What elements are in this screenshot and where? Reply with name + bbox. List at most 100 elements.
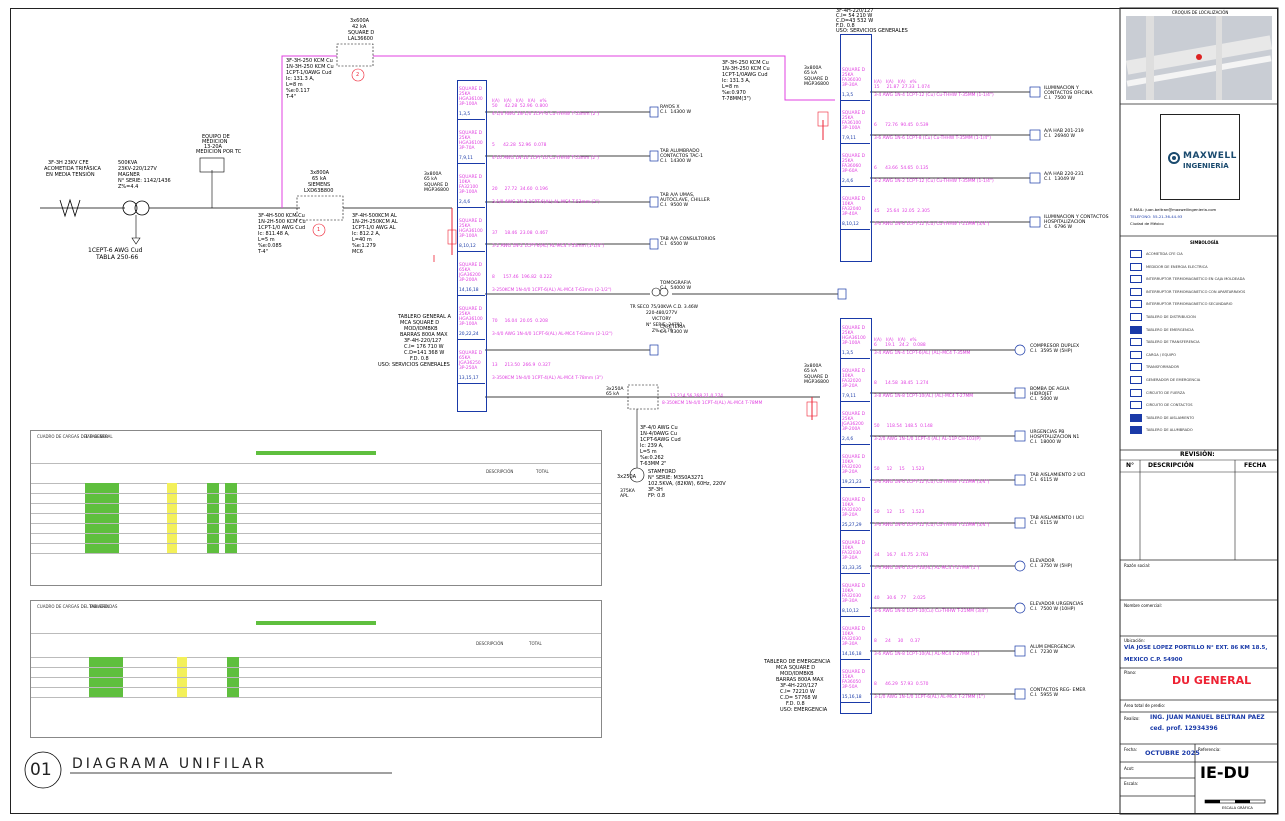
legend-symbol-icon xyxy=(1130,250,1142,258)
legend-symbol-icon xyxy=(1130,350,1142,359)
general-main-breaker: 3x800A 65 kA SQUARE D MGP36800 xyxy=(424,172,449,194)
circuit-load-name: ELEVADOR C.I. 3750 W (5HP) xyxy=(1030,559,1073,570)
revision-desc-header: DESCRIPCIÓN xyxy=(1148,462,1194,469)
cable3-6: %e:0.117 xyxy=(286,88,310,94)
emergency-label-3: MOD/IDMBKB xyxy=(780,671,814,677)
circuit-divider xyxy=(840,573,870,574)
circuit-load-data: 8 157.46 196.82 0.222 xyxy=(492,275,553,280)
circuit-cable: 3-4 AWG 1N-4 1CPT-12 (Cu) Cu-THHW T-35MM… xyxy=(874,93,994,98)
scale-label: Acot: xyxy=(1124,766,1135,771)
table1-total-header: TOTAL xyxy=(536,469,549,474)
legend-symbol-icon xyxy=(1130,300,1142,309)
legend-symbol-icon xyxy=(1130,376,1142,384)
ref-label: Referencia: xyxy=(1198,747,1221,752)
tr-seco-1: TR SECO 75/30KVA C.D. 3.46W xyxy=(630,305,699,310)
tablero-sg-panel xyxy=(840,34,872,262)
cable-main-6: %e:0.085 xyxy=(258,243,282,249)
circuit-load-name: COMPRESOR DUPLEX C.I. 3595 W (5HP) xyxy=(1030,344,1080,355)
circuit-load-name: TAB AISLAMIENTO I UCI C.I. 6115 W xyxy=(1030,516,1084,527)
graphic-scale-label: ESCALA GRÁFICA xyxy=(1222,806,1253,810)
circuit-load-name: ILUMINACION Y CONTACTOS OFICINA C.I. 750… xyxy=(1044,86,1093,102)
circuit-divider xyxy=(840,444,870,445)
circuit-divider xyxy=(457,295,485,296)
general-label-4: BARRAS 800A MAX xyxy=(400,332,448,338)
circuit-load-name: TAB A/A UMAS, AUTOCLAVE, CHILLER C.I. 95… xyxy=(660,193,710,209)
circuit-cable: 3-8 AWG 1N-8 1CPT-10(AL) (AL)-MC4 T-27MM xyxy=(874,394,974,399)
location-label: Ubicación: xyxy=(1124,638,1145,643)
circuit-cable: 3-1/0 AWG 1N-1/0 1CPT-6(AL) AL-MC4 T-27M… xyxy=(874,695,985,700)
circuit-position-label: 31,33,35 xyxy=(842,566,862,571)
trade-name-label: Nombre comercial: xyxy=(1124,603,1162,608)
emergency-label-8: F.D. 0.8 xyxy=(786,701,805,707)
circuit-load-data: 70 16.04 20.05 0.208 xyxy=(492,319,548,324)
plan-label: Plano: xyxy=(1124,670,1137,675)
legend-symbol-icon xyxy=(1130,275,1142,284)
circuit-cable: 3-6 AWG 1N-6 1CPT-8 (Cu) Cu-THHW T-35MM … xyxy=(874,136,991,141)
circuit-breaker-label: SQUARE D 10KA FA32020 3P-20A xyxy=(842,455,866,475)
legend-symbol-icon xyxy=(1130,388,1142,397)
circuit-breaker-label: SQUARE D 10KA FA32030 3P-30A xyxy=(842,541,866,561)
legend-item-label: INTERRUPTOR TERMOMAGNETICO CON APARTARRA… xyxy=(1146,289,1246,294)
circuit-cable: 3-2/0 AWG 1N-1/0 1CPT-4 (AL) AL-11P CH-1… xyxy=(874,437,981,442)
emergency-feeder-cable: 8-350KCM 1N-4/0 1CPT-4(AL) AL-MC4 T-78MM xyxy=(662,401,763,406)
contact-email: E-MAIL: juan.beltran@maxwellingenieria.c… xyxy=(1130,207,1217,212)
circuit-load-data: 8 14.58 38.45 1.274 xyxy=(874,381,929,386)
revision-date-header: FECHA xyxy=(1244,462,1267,469)
circuit-divider xyxy=(840,702,870,703)
circuit-position-label: 1,3,5 xyxy=(842,93,854,98)
circuit-divider xyxy=(457,207,485,208)
map-pin-icon xyxy=(1196,54,1202,60)
circuit-position-label: 8,10,12 xyxy=(459,244,476,249)
location-sketch-label: CROQUIS DE LOCALIZACIÓN xyxy=(1172,10,1229,15)
circuit-load-name: BOMBA DE AGUA HIDROJET C.I. 5000 W xyxy=(1030,387,1070,403)
circuit-position-label: 1,3,5 xyxy=(842,351,854,356)
location-value-2: MEXICO C.P. 54900 xyxy=(1124,657,1183,663)
breaker1-label-3: SIEMENS xyxy=(308,182,331,188)
circuit-breaker-label: SQUARE D 25KA HGA36100 3P-100A xyxy=(459,307,483,327)
circuit-position-label: 14,16,18 xyxy=(459,288,479,293)
gen-cable-3: 1CPT-6AWG Cud xyxy=(640,437,681,443)
circuit-load-data: 45 25.64 32.05 2.305 xyxy=(874,209,930,214)
circuit-divider xyxy=(840,401,870,402)
circuit-position-label: 25,27,29 xyxy=(842,523,862,528)
circuit-cable: 3-250KCM 1N-4/0 1CPT-6(AL) AL-MC4 T-63mm… xyxy=(492,288,612,293)
circuit-cable: 3-2 AWG 1N-2 1CPT-6(AL) AL-MC4 T-53mm (1… xyxy=(492,244,605,249)
tr-seco-5: Z%=2.79 xyxy=(652,329,673,334)
circuit-load-name: URGENCIAS PB HOSPITALIZACION N1 C.I. 180… xyxy=(1030,430,1080,446)
circuit-cable: 3-2 AWG 1N-2 1CPT-12 (Cu) Cu-THHW T-35MM… xyxy=(874,179,994,184)
circuit-position-label: 20,22,24 xyxy=(459,332,479,337)
xfmr-label-4: N° SERIE: 1142/1436 xyxy=(118,178,171,184)
sg-cable-1: 3F-3H-250 KCM Cu xyxy=(722,60,769,66)
circuit-cable: 3-6 AWG 1N-6 1CPT-12 (Cu) Cu-THHW T-21MM… xyxy=(874,480,990,485)
cable-main-2: 1N-2H-500 KCM Cu xyxy=(258,219,306,225)
load-table-2: CUADRO DE CARGAS DEL TABLERO TAB AGENDAS… xyxy=(30,600,602,738)
gen-cable-5: L=5 m xyxy=(640,449,657,455)
circuit-load-name: TAB A/A CONSULTORIOS C.I. 6500 W xyxy=(660,237,716,248)
breaker2-label-4: LAL36600 xyxy=(348,36,374,42)
ground-label-2: TABLA 250-66 xyxy=(96,254,139,261)
emergency-label-7: C.D= 57768 W xyxy=(780,695,818,701)
tr-seco-2: 220-480/277V xyxy=(646,311,678,316)
legend-item-label: INTERRUPTOR TERMOMAGNETICO EN CAJA MOLDE… xyxy=(1146,277,1245,282)
circuit-cable: 3-6 AWG 1N-6 1CPT-12 (Cu) Cu-THHW T-21MM… xyxy=(874,523,990,528)
circuit-position-label: 2,4,6 xyxy=(459,200,471,205)
legend-symbol-icon xyxy=(1130,262,1142,271)
gen-label-3: 102.5KVA, (82KW), 60Hz, 220V xyxy=(648,481,726,487)
legend-item-label: TABLERO DE DISTRIBUCION xyxy=(1146,315,1196,319)
emergency-feeder-breaker: 3x250A 65 kA xyxy=(606,387,624,398)
general-label-1: TABLERO GENERAL A xyxy=(398,314,451,320)
legend-title: SIMBOLOGÍA xyxy=(1190,240,1219,245)
general-label-8: F.D. 0.8 xyxy=(410,356,429,362)
cable2-3: 1CPT-1/0 AWG AL xyxy=(352,225,396,231)
breaker1-number: 1 xyxy=(317,227,321,233)
legend-item-label: CIRCUITO DE CONTACTOS xyxy=(1146,403,1193,408)
legend-item-label: TABLERO DE TRANSFERENCIA xyxy=(1146,340,1200,345)
legend-item-label: ACOMETIDA CFE CIA xyxy=(1146,252,1183,256)
general-label-3: MOD/IDMBKB xyxy=(404,326,438,332)
circuit-breaker-label: SQUARE D 10KA FA32020 3P-20A xyxy=(842,369,866,389)
cable2-2: 1N-2H-250KCM AL xyxy=(352,219,398,225)
legend-symbol-icon xyxy=(1130,401,1142,410)
sg-label-3: C.D=43 532 W xyxy=(836,18,874,24)
legend-item-label: CIRCUITO DE FUERZA xyxy=(1146,390,1185,395)
